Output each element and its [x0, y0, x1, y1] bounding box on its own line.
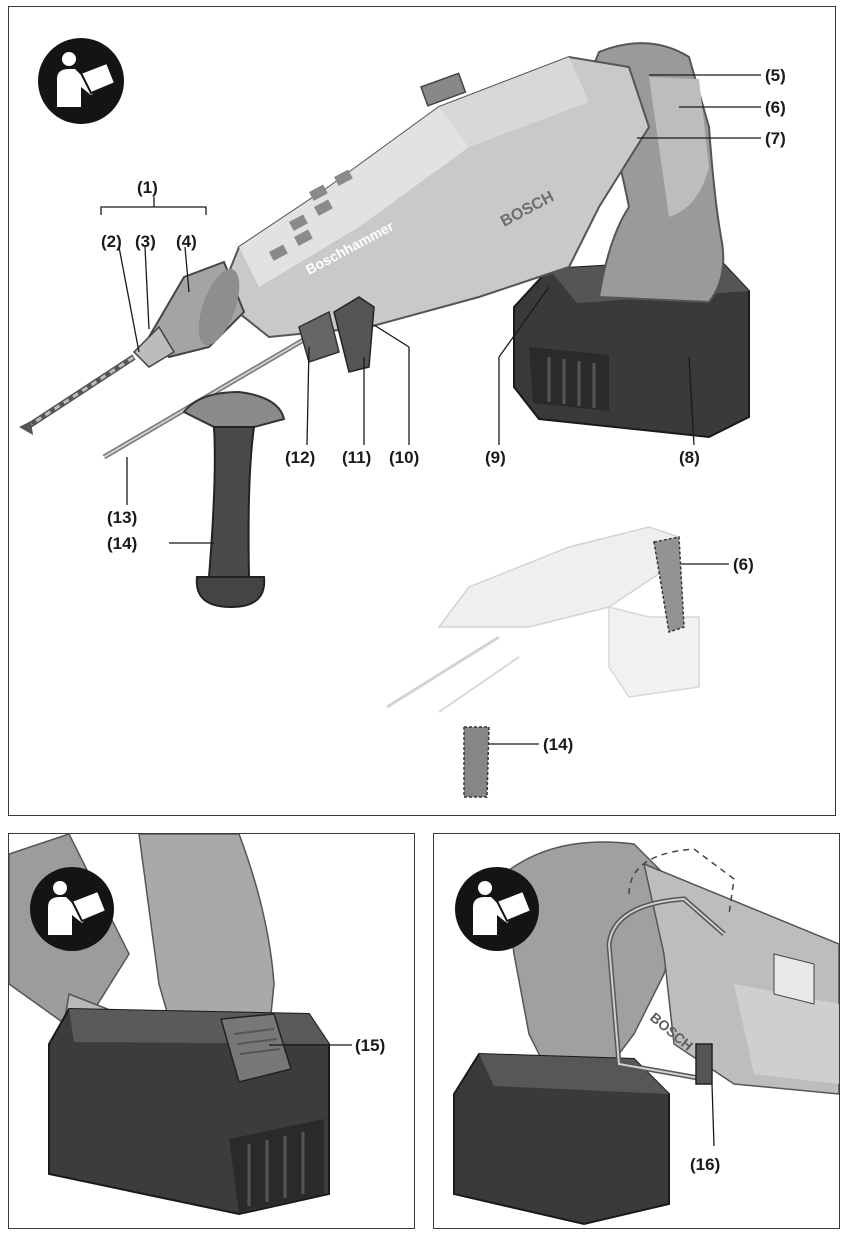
- battery-release-button: [220, 1013, 292, 1083]
- callout-12: (12): [285, 448, 316, 467]
- main-drawing: Boschhammer BOSCH: [19, 38, 761, 798]
- battery-release-drawing: [9, 834, 352, 1216]
- belt-clip: [606, 848, 735, 1085]
- callout-13: (13): [107, 508, 138, 527]
- leader-lines: [100, 74, 761, 745]
- callout-6: (6): [765, 98, 786, 117]
- read-manual-icon: [38, 38, 124, 124]
- callout-10: (10): [389, 448, 420, 467]
- battery-closeup: [48, 1007, 330, 1216]
- callout-3: (3): [135, 232, 156, 251]
- callout-11: (11): [342, 448, 372, 467]
- callout-8: (8): [679, 448, 700, 467]
- callout-2: (2): [101, 232, 122, 251]
- belt-clip-drawing: BOSCH: [453, 841, 839, 1226]
- battery-release-panel: (15): [8, 833, 415, 1229]
- hammer-body: Boschhammer BOSCH: [19, 42, 725, 609]
- callout-7: (7): [765, 129, 786, 148]
- callout-16: (16): [690, 1155, 721, 1174]
- main-figure-panel: Boschhammer BOSCH: [8, 6, 836, 816]
- read-manual-icon: [30, 867, 114, 951]
- callout-5: (5): [765, 66, 786, 85]
- callout-4: (4): [176, 232, 197, 251]
- handle-rear: BOSCH: [503, 841, 839, 1095]
- callout-15: (15): [355, 1036, 386, 1055]
- inset-hammer: [386, 526, 700, 798]
- callout-9: (9): [485, 448, 506, 467]
- callout-1: (1): [137, 178, 158, 197]
- read-manual-icon: [455, 867, 539, 951]
- battery-rear: [453, 1052, 670, 1226]
- inset-callout-6: (6): [733, 555, 754, 574]
- callout-14: (14): [107, 534, 138, 553]
- inset-callout-14: (14): [543, 735, 574, 754]
- belt-clip-panel: BOSCH (16): [433, 833, 840, 1229]
